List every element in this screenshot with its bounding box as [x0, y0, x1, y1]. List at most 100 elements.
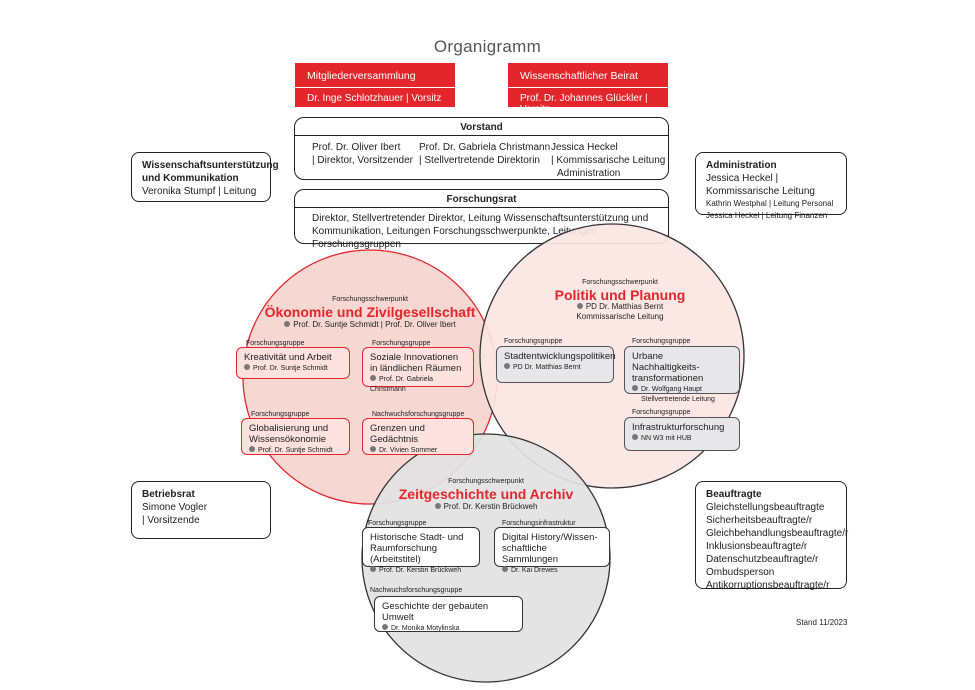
beirat-title: Wissenschaftlicher Beirat	[520, 70, 638, 82]
beirat-chair: Prof. Dr. Johannes Glückler | Vorsitz	[520, 93, 648, 115]
beauftragte-box: Beauftragte Gleichstellungsbeauftragte S…	[695, 481, 848, 591]
group-caption: Forschungsgruppe	[246, 340, 305, 347]
group-name: Kreativität und Arbeit	[244, 352, 332, 363]
group-infrastruktur[interactable]: Infrastrukturforschung NN W3 mit HUB	[624, 417, 740, 451]
group-lead: Prof. Dr. Kerstin Brückweh	[379, 567, 462, 574]
group-name: Historische Stadt- und	[370, 532, 464, 543]
group-name: Globalisierung und	[249, 423, 329, 434]
zeitgeschichte-lead: Prof. Dr. Kerstin Brückweh	[386, 502, 586, 511]
group-name: Urbane Nachhaltigkeits-	[632, 351, 700, 373]
group-name: Wissensökonomie	[249, 434, 327, 445]
oekonomie-lead: Prof. Dr. Suntje Schmidt | Prof. Dr. Oli…	[250, 320, 490, 329]
vorstand-admin: Jessica Heckel | Kommissarische Leitung …	[551, 141, 665, 180]
person-icon	[370, 446, 376, 453]
group-name: schaftliche Sammlungen	[502, 543, 558, 565]
oekonomie-name: Ökonomie und Zivilgesellschaft	[264, 304, 476, 320]
person-icon	[434, 502, 441, 509]
box-item: Jessica Heckel | Leitung Finanzen	[706, 211, 828, 220]
person-icon	[284, 320, 291, 327]
beauftragte-item: Gleichstellungsbeauftragte	[706, 502, 825, 513]
administration-box: Administration Jessica Heckel | Kommissa…	[695, 152, 847, 220]
group-name: Soziale Innovationen	[370, 352, 459, 363]
person-icon	[504, 363, 510, 370]
box-lead: Jessica Heckel | Kommissarische Leitung	[706, 173, 815, 197]
group-caption: Forschungsgruppe	[632, 409, 691, 416]
person-icon	[370, 566, 376, 573]
group-name: Geschichte der gebauten Umwelt	[382, 601, 489, 623]
group-caption: Forschungsgruppe	[251, 411, 310, 418]
box-lead: Veronika Stumpf | Leitung	[142, 186, 257, 197]
person-icon	[382, 624, 388, 631]
lead-text: Prof. Dr. Suntje Schmidt | Prof. Dr. Oli…	[293, 320, 456, 329]
zeitgeschichte-name: Zeitgeschichte und Archiv	[398, 486, 574, 502]
name: Prof. Dr. Oliver Ibert	[312, 142, 401, 153]
betriebsrat-box: Betriebsrat Simone Vogler | Vorsitzende	[131, 481, 271, 539]
group-historische-stadtforschung[interactable]: Historische Stadt- und Raumforschung (Ar…	[362, 527, 480, 574]
person-icon	[632, 434, 638, 441]
zeitgeschichte-caption: Forschungsschwerpunkt	[448, 478, 524, 485]
forschungsrat-members: Direktor, Stellvertretender Direktor, Le…	[312, 212, 668, 251]
group-soziale-innovationen[interactable]: Soziale Innovationen in ländlichen Räume…	[362, 347, 474, 393]
politik-name: Politik und Planung	[554, 287, 686, 303]
group-lead: Dr. Wolfgang Haupt	[641, 386, 702, 393]
group-name: Digital History/Wissen-	[502, 532, 598, 543]
beauftragte-item: Ombudsperson	[706, 567, 775, 578]
beauftragte-item: Inklusionsbeauftragte/r	[706, 541, 808, 552]
group-lead: Prof. Dr. Gabriela Christmann	[370, 376, 434, 393]
box-title: Beauftragte	[706, 489, 762, 500]
group-name: in ländlichen Räumen	[370, 363, 462, 374]
beauftragte-item: Datenschutzbeauftragte/r	[706, 554, 819, 565]
group-kreativitaet[interactable]: Kreativität und Arbeit Prof. Dr. Suntje …	[236, 347, 350, 379]
group-name: Infrastrukturforschung	[632, 422, 725, 433]
box-lead: Simone Vogler	[142, 502, 208, 513]
person-icon	[632, 385, 638, 392]
group-lead: Dr. Vivien Sommer	[379, 447, 438, 454]
group-caption: Forschungsgruppe	[632, 338, 691, 345]
group-name: Grenzen und Gedächtnis	[370, 423, 425, 445]
group-gebaute-umwelt[interactable]: Geschichte der gebauten Umwelt Dr. Monik…	[374, 596, 523, 632]
mitgliederversammlung-chair: Dr. Inge Schlotzhauer | Vorsitz	[307, 93, 442, 104]
group-lead: NN W3 mit HUB	[641, 435, 692, 442]
vorstand-deputy: Prof. Dr. Gabriela Christmann | Stellver…	[419, 141, 550, 167]
vorstand-director: Prof. Dr. Oliver Ibert | Direktor, Vorsi…	[312, 141, 413, 167]
vorstand-box: Vorstand Prof. Dr. Oliver Ibert | Direkt…	[294, 117, 669, 180]
group-digital-history[interactable]: Digital History/Wissen- schaftliche Samm…	[494, 527, 610, 574]
group-caption: Nachwuchsforschungsgruppe	[370, 587, 463, 594]
group-lead: Prof. Dr. Suntje Schmidt	[258, 447, 333, 454]
divider	[295, 87, 455, 88]
group-grenzen[interactable]: Grenzen und Gedächtnis Dr. Vivien Sommer	[362, 418, 474, 455]
members-line: Direktor, Stellvertretender Direktor, Le…	[312, 213, 649, 224]
lead-text: PD Dr. Matthias Bernt	[585, 302, 664, 311]
person-icon	[370, 375, 376, 382]
group-lead: PD Dr. Matthias Bernt	[513, 364, 581, 371]
group-lead: Prof. Dr. Suntje Schmidt	[253, 365, 328, 372]
role: | Kommissarische Leitung	[551, 155, 666, 166]
person-icon	[244, 364, 250, 371]
page-title: Organigramm	[433, 37, 542, 56]
group-caption: Nachwuchsforschungsgruppe	[372, 411, 465, 418]
divider	[295, 135, 668, 136]
politik-lead-role: Kommissarische Leitung	[576, 312, 664, 321]
mitgliederversammlung-box: Mitgliederversammlung Dr. Inge Schlotzha…	[295, 63, 455, 107]
person-icon	[502, 566, 508, 573]
beauftragte-item: Sicherheitsbeauftragte/r	[706, 515, 813, 526]
mitgliederversammlung-title: Mitgliederversammlung	[307, 70, 416, 82]
members-line: Kommunikation, Leitungen Forschungsschwe…	[312, 226, 597, 250]
group-lead-role: Stellvertretende Leitung	[641, 396, 715, 403]
group-stadtentwicklung[interactable]: Stadtentwicklungspolitiken PD Dr. Matthi…	[496, 346, 615, 383]
stand-date: Stand 11/2023	[796, 618, 848, 627]
group-urbane-nachhaltigkeit[interactable]: Urbane Nachhaltigkeits- transformationen…	[624, 346, 740, 403]
group-globalisierung[interactable]: Globalisierung und Wissensökonomie Prof.…	[241, 418, 350, 455]
name: Prof. Dr. Gabriela Christmann	[419, 142, 551, 153]
wissenschaftsunterstuetzung-box: Wissenschaftsunterstützung und Kommunika…	[131, 152, 279, 202]
lead-text: Prof. Dr. Kerstin Brückweh	[443, 502, 538, 511]
group-lead: Dr. Monika Motylinska	[391, 625, 460, 632]
box-item: Kathrin Westphal | Leitung Personal	[706, 199, 834, 208]
box-role: | Vorsitzende	[142, 515, 200, 526]
person-icon	[249, 446, 255, 453]
box-title: und Kommunikation	[142, 173, 239, 184]
person-icon	[576, 302, 583, 309]
role: | Stellvertretende Direktorin	[419, 155, 540, 166]
beauftragte-item: Antikorruptionsbeauftragte/r	[706, 580, 830, 591]
